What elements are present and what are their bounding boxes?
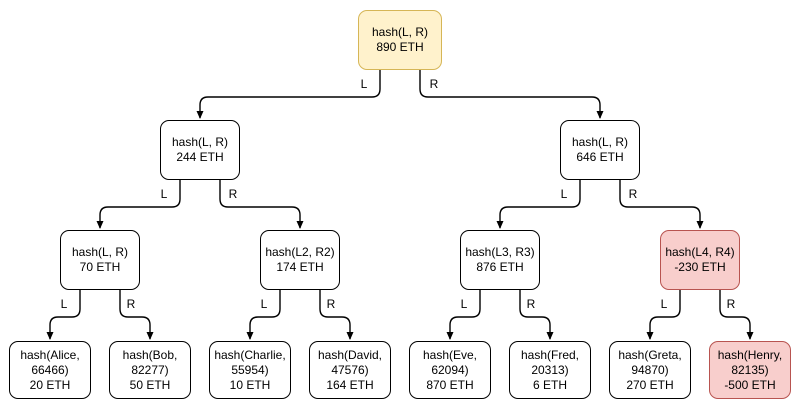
node-hash-label: hash(Charlie, 55954) xyxy=(214,347,286,377)
node-eth-value: 244 ETH xyxy=(176,150,224,164)
edge-label: L xyxy=(60,297,68,311)
node-eth-value: 164 ETH xyxy=(326,377,374,392)
tree-node-internal-70: hash(L, R) 70 ETH xyxy=(60,230,140,290)
edge-root-left xyxy=(196,70,381,119)
edge-876-right xyxy=(519,290,554,340)
node-hash-label: hash(L4, R4) xyxy=(665,245,735,259)
edge-646-right xyxy=(619,180,704,229)
node-eth-value: 20 ETH xyxy=(29,377,71,392)
node-eth-value: 10 ETH xyxy=(229,377,271,392)
tree-node-internal-876: hash(L3, R3) 876 ETH xyxy=(460,230,540,290)
tree-node-leaf-fred: hash(Fred, 20313) 6 ETH xyxy=(509,341,591,399)
edge-label: L xyxy=(560,187,568,201)
tree-node-leaf-bob: hash(Bob, 82277) 50 ETH xyxy=(109,341,191,399)
node-hash-label: hash(L2, R2) xyxy=(265,245,335,259)
node-hash-label: hash(Greta, 94870) xyxy=(618,347,682,377)
node-hash-label: hash(Eve, 62094) xyxy=(422,347,478,377)
node-hash-label: hash(Bob, 82277) xyxy=(122,347,178,377)
edge-174-left xyxy=(246,290,281,340)
edge-label: R xyxy=(126,297,136,311)
edge-70-left xyxy=(46,290,81,340)
tree-node-internal-174: hash(L2, R2) 174 ETH xyxy=(260,230,340,290)
edge-neg230-left xyxy=(646,290,681,340)
node-eth-value: 50 ETH xyxy=(129,377,171,392)
edge-646-left xyxy=(496,180,581,229)
tree-node-internal-neg230: hash(L4, R4) -230 ETH xyxy=(660,230,740,290)
node-eth-value: 646 ETH xyxy=(576,150,624,164)
node-eth-value: 870 ETH xyxy=(426,377,474,392)
edge-label: R xyxy=(726,297,736,311)
edge-label: L xyxy=(160,187,168,201)
edge-244-left xyxy=(96,180,181,229)
node-hash-label: hash(L, R) xyxy=(71,245,129,259)
node-hash-label: hash(L, R) xyxy=(371,25,429,39)
node-hash-label: hash(L, R) xyxy=(571,135,629,149)
edge-label: R xyxy=(326,297,336,311)
edge-label: L xyxy=(460,297,468,311)
edge-876-left xyxy=(446,290,481,340)
node-eth-value: 876 ETH xyxy=(476,260,524,274)
edge-label: R xyxy=(228,187,238,201)
node-eth-value: 6 ETH xyxy=(532,377,567,392)
edge-70-right xyxy=(119,290,154,340)
node-hash-label: hash(L3, R3) xyxy=(465,245,535,259)
node-hash-label: hash(Henry, 82135) xyxy=(717,347,783,377)
tree-node-internal-244: hash(L, R) 244 ETH xyxy=(160,120,240,180)
tree-node-leaf-charlie: hash(Charlie, 55954) 10 ETH xyxy=(209,341,291,399)
edge-label: L xyxy=(660,297,668,311)
edge-label: R xyxy=(526,297,536,311)
node-hash-label: hash(L, R) xyxy=(171,135,229,149)
edge-174-right xyxy=(319,290,354,340)
node-hash-label: hash(David, 47576) xyxy=(317,347,383,377)
node-eth-value: 174 ETH xyxy=(276,260,324,274)
edge-root-right xyxy=(419,70,604,119)
edge-label: L xyxy=(260,297,268,311)
edge-neg230-right xyxy=(719,290,754,340)
node-eth-value: -230 ETH xyxy=(674,260,726,274)
node-eth-value: 270 ETH xyxy=(626,377,674,392)
tree-node-leaf-alice: hash(Alice, 66466) 20 ETH xyxy=(9,341,91,399)
edge-label: R xyxy=(628,187,638,201)
tree-node-leaf-david: hash(David, 47576) 164 ETH xyxy=(309,341,391,399)
node-hash-label: hash(Alice, 66466) xyxy=(20,347,80,377)
edge-label: L xyxy=(360,77,368,91)
node-eth-value: 890 ETH xyxy=(376,40,424,54)
node-eth-value: -500 ETH xyxy=(724,377,776,392)
tree-node-internal-646: hash(L, R) 646 ETH xyxy=(560,120,640,180)
node-eth-value: 70 ETH xyxy=(79,260,121,274)
tree-node-leaf-eve: hash(Eve, 62094) 870 ETH xyxy=(409,341,491,399)
edge-244-right xyxy=(219,180,304,229)
edge-label: R xyxy=(429,77,439,91)
tree-node-leaf-greta: hash(Greta, 94870) 270 ETH xyxy=(609,341,691,399)
tree-node-leaf-henry: hash(Henry, 82135) -500 ETH xyxy=(709,341,791,399)
tree-node-root: hash(L, R) 890 ETH xyxy=(358,10,442,70)
node-hash-label: hash(Fred, 20313) xyxy=(520,347,580,377)
